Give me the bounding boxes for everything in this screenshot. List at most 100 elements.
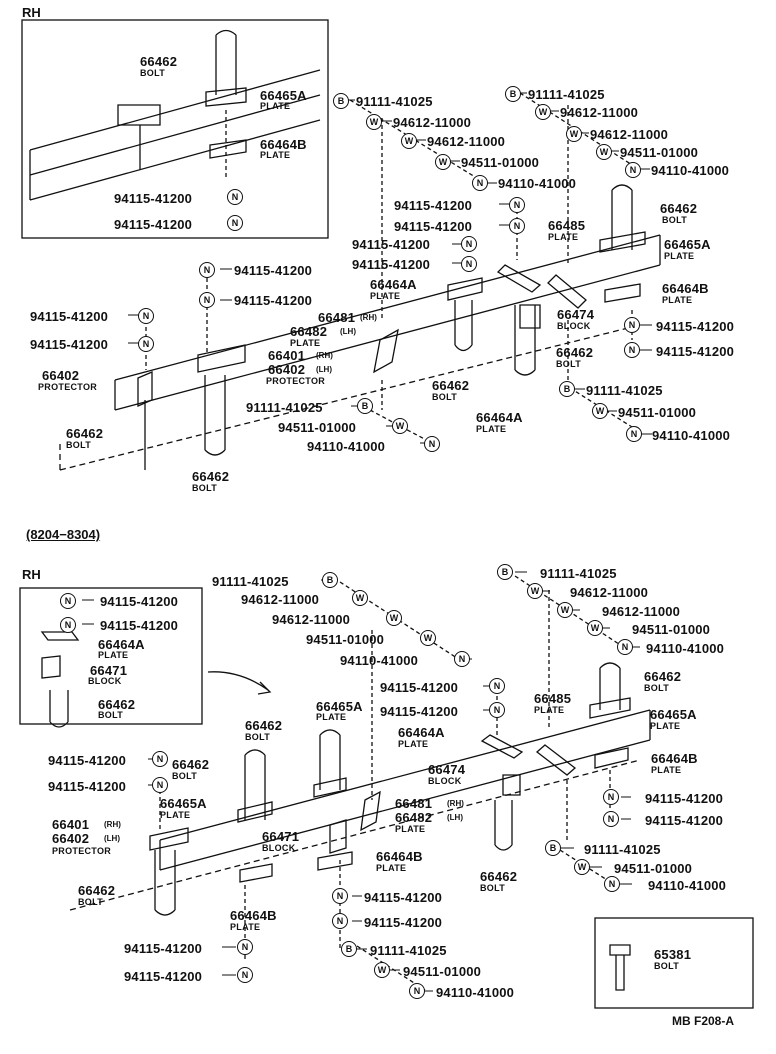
top-inset-bolt-caption: BOLT (140, 68, 166, 78)
top-mid-nut-2: 94115-41200 (394, 219, 473, 234)
nut-symbol-icon: N (237, 939, 253, 955)
washer-symbol-icon: W (535, 104, 551, 120)
bottom-right-plate-65a-number: 66465A (650, 707, 697, 722)
bottom-plate-82-number: 66482 (395, 810, 433, 825)
top-plate-64a-lower-number: 66464A (476, 410, 523, 425)
washer-symbol-icon: W (386, 610, 402, 626)
bottom-inset-plate-64a-number: 66464A (98, 637, 145, 652)
top-right-plate-65a-number: 66465A (664, 237, 711, 252)
bottom-left-washer-1: 94612-11000 (241, 592, 320, 607)
nut-symbol-icon: N (199, 262, 215, 278)
washer-symbol-icon: W (592, 403, 608, 419)
nut-symbol-icon: N (152, 751, 168, 767)
washer-symbol-icon: W (352, 590, 368, 606)
top-mid-nut-4: 94115-41200 (352, 257, 431, 272)
bottom-plate-81-number: 66481 (395, 796, 433, 811)
bolt65-number: 65381 (654, 947, 692, 962)
bolt-symbol-icon: B (497, 564, 513, 580)
bottom-plate-64b-left-number: 66464B (230, 908, 277, 923)
top-inset-plate-64b-number: 66464B (260, 137, 307, 152)
top-upper-left-nut-2: 94115-41200 (234, 293, 313, 308)
bottom-left-nut: 94110-41000 (340, 653, 419, 668)
washer-symbol-icon: W (435, 154, 451, 170)
bottom-protector-02-number: 66402 (52, 831, 90, 846)
bottom-block-74-caption: BLOCK (428, 776, 462, 786)
bottom-inset-bolt-caption: BOLT (98, 710, 124, 720)
bottom-plate-85-number: 66485 (534, 691, 572, 706)
top-lower-washer: 94511-01000 (278, 420, 357, 435)
top-protector-01-caption: PROTECTOR (266, 376, 326, 386)
bolt-symbol-icon: B (505, 86, 521, 102)
top-right-lower-nut: 94110-41000 (652, 428, 731, 443)
bottom-right-washer-1: 94612-11000 (570, 585, 649, 600)
top-bolt-mid-number: 66462 (432, 378, 470, 393)
top-right-washer-2-number: 94612-11000 (590, 127, 669, 142)
bottom-left-washer-3: 94511-01000 (306, 632, 385, 647)
bottom-protector-02-sub: (LH) (104, 834, 120, 843)
top-far-left-nut-1: 94115-41200 (30, 309, 109, 324)
top-bolt-mid-caption: BOLT (432, 392, 458, 402)
bottom-right-lower-bolt: 91111-41025 (584, 842, 661, 857)
nut-symbol-icon: N (617, 639, 633, 655)
bottom-plate-64b-center-number: 66464B (376, 849, 423, 864)
nut-symbol-icon: N (472, 175, 488, 191)
bottom-bolt-left-number: 66462 (78, 883, 116, 898)
nut-symbol-icon: N (604, 876, 620, 892)
bolt-symbol-icon: B (357, 398, 373, 414)
bottom-right-lower-washer: 94511-01000 (614, 861, 693, 876)
nut-symbol-icon: N (60, 617, 76, 633)
bolt-symbol-icon: B (545, 840, 561, 856)
bottom-right-plate-64b-number: 66464B (651, 751, 698, 766)
top-right-plate-64b-caption: PLATE (662, 295, 693, 305)
top-plate-82-number: 66482 (290, 324, 328, 339)
bottom-plate-85-caption: PLATE (534, 705, 565, 715)
bottom-right-plate-65a-caption: PLATE (650, 721, 681, 731)
top-protector-02-number: 66402 (268, 362, 306, 377)
washer-symbol-icon: W (574, 859, 590, 875)
top-mid-nut-1: 94115-41200 (394, 198, 473, 213)
bottom-center-low-nut-2: 94115-41200 (364, 915, 443, 930)
top-right-lower-bolt: 91111-41025 (586, 383, 663, 398)
bolt-symbol-icon: B (322, 572, 338, 588)
top-plate-64a-lower-caption: PLATE (476, 424, 507, 434)
washer-symbol-icon: W (366, 114, 382, 130)
top-block-74-number: 66474 (557, 307, 595, 322)
top-left-washer-3-number: 94511-01000 (461, 155, 540, 170)
top-left-washer-1-number: 94612-11000 (393, 115, 472, 130)
bottom-right-washer-2: 94612-11000 (602, 604, 681, 619)
top-right-washer-3-number: 94511-01000 (620, 145, 699, 160)
nut-symbol-icon: N (603, 811, 619, 827)
nut-symbol-icon: N (461, 256, 477, 272)
top-protector-number: 66402 (42, 368, 80, 383)
nut-symbol-icon: N (237, 967, 253, 983)
nut-symbol-icon: N (489, 678, 505, 694)
nut-symbol-icon: N (227, 215, 243, 231)
bottom-inset-block-caption: BLOCK (88, 676, 122, 686)
bottom-block-71-number: 66471 (262, 829, 300, 844)
bottom-bolt-l2-caption: BOLT (172, 771, 198, 781)
bottom-left-low-nut-1: 94115-41200 (124, 941, 203, 956)
nut-symbol-icon: N (603, 789, 619, 805)
washer-symbol-icon: W (374, 962, 390, 978)
top-right-nut-number: 94110-41000 (651, 163, 730, 178)
bottom-plate-65a-left-caption: PLATE (160, 810, 191, 820)
washer-symbol-icon: W (596, 144, 612, 160)
top-inset-plate-65a-number: 66465A (260, 88, 307, 103)
washer-symbol-icon: W (557, 602, 573, 618)
nut-symbol-icon: N (332, 888, 348, 904)
bottom-right-lower-nut: 94110-41000 (648, 878, 727, 893)
nut-symbol-icon: N (227, 189, 243, 205)
bolt65-caption: BOLT (654, 961, 680, 971)
nut-symbol-icon: N (138, 308, 154, 324)
nut-symbol-icon: N (138, 336, 154, 352)
top-inset-frame (21, 19, 329, 239)
top-plate-85-caption: PLATE (548, 232, 579, 242)
nut-symbol-icon: N (461, 236, 477, 252)
washer-symbol-icon: W (587, 620, 603, 636)
top-block-74-caption: BLOCK (557, 321, 591, 331)
nut-symbol-icon: N (626, 426, 642, 442)
top-bolt-bottom-number: 66462 (192, 469, 230, 484)
top-lower-nut: 94110-41000 (307, 439, 386, 454)
nut-symbol-icon: N (489, 702, 505, 718)
bottom-inset-bolt-number: 66462 (98, 697, 136, 712)
